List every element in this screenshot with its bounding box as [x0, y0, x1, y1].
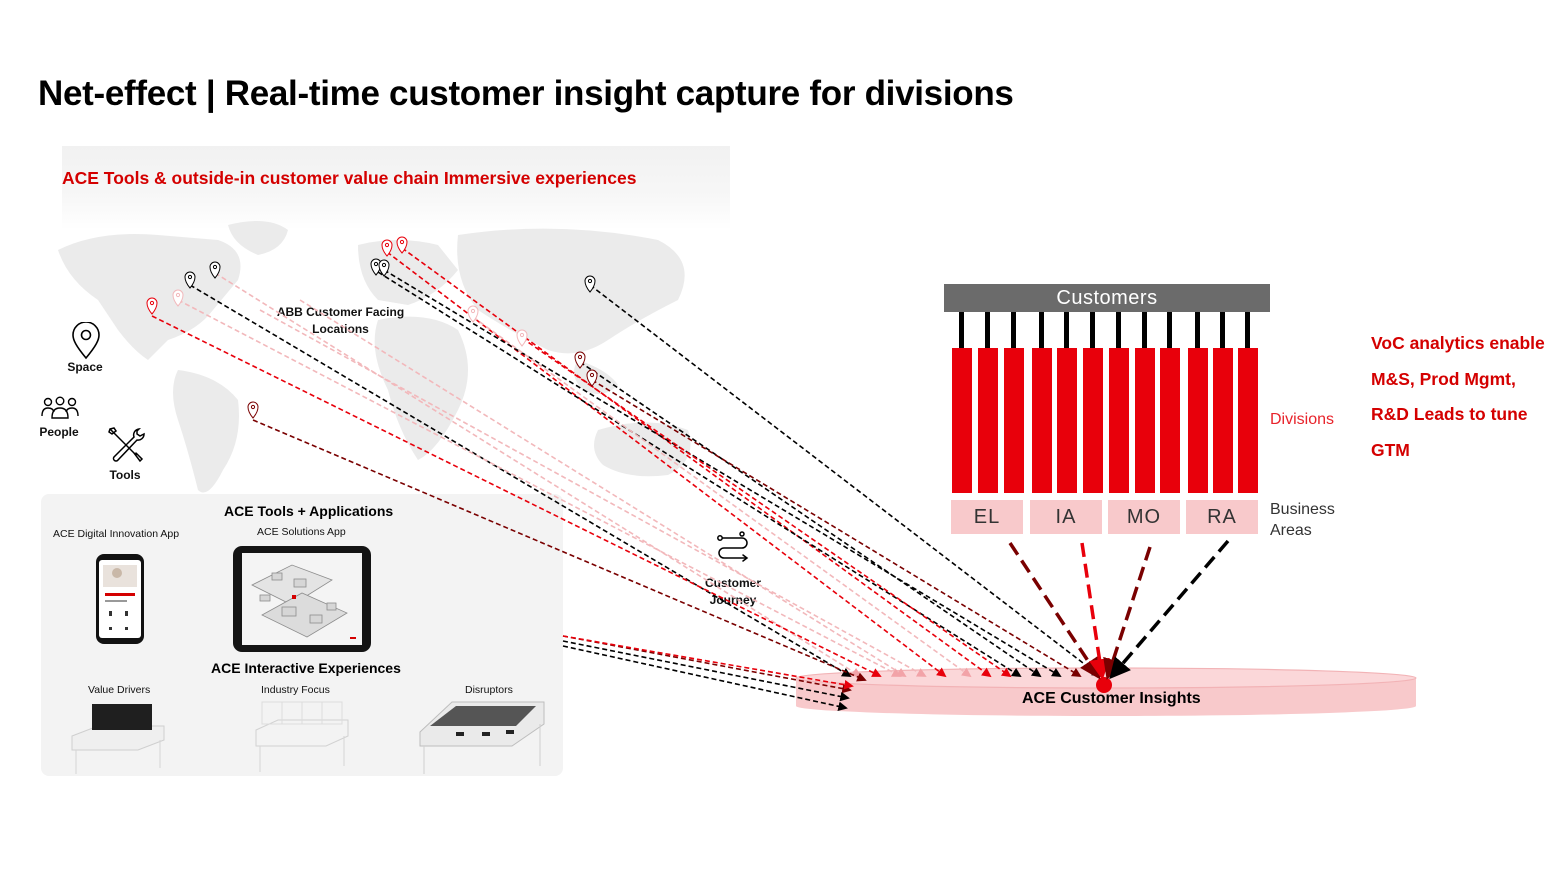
map-locations-label: ABB Customer Facing Locations: [268, 305, 413, 336]
division-bar[interactable]: [1057, 348, 1077, 493]
business-areas-label-line2: Areas: [1270, 522, 1312, 539]
people-group-icon: [41, 396, 79, 419]
division-bar[interactable]: [1004, 348, 1024, 493]
world-map: [58, 221, 691, 493]
insights-label: ACE Customer Insights: [1022, 690, 1201, 707]
division-bar[interactable]: [952, 348, 972, 493]
business-area-connector: [1008, 542, 1101, 680]
disruptors-table-image[interactable]: [416, 696, 548, 776]
division-connector: [1142, 312, 1147, 348]
division-bar[interactable]: [1109, 348, 1129, 493]
voc-line-3: R&D Leads to tune: [1371, 404, 1528, 424]
division-connector: [985, 312, 990, 348]
division-connector: [1039, 312, 1044, 348]
division-bar[interactable]: [1135, 348, 1155, 493]
experiences-heading: ACE Interactive Experiences: [211, 660, 401, 676]
business-area-connector: [1080, 542, 1110, 681]
page-title: Net-effect | Real-time customer insight …: [38, 74, 1014, 113]
business-areas-label-line1: Business: [1270, 501, 1335, 518]
map-europe: [358, 240, 458, 305]
division-bar[interactable]: [1238, 348, 1258, 493]
dimension-space-label: Space: [67, 360, 103, 374]
division-bar[interactable]: [1188, 348, 1208, 493]
voc-line-4: GTM: [1371, 439, 1410, 460]
division-connector: [1064, 312, 1069, 348]
business-area-connector: [1103, 546, 1152, 680]
phone-app-mockup[interactable]: [95, 553, 145, 645]
dimension-tools-label: Tools: [109, 468, 141, 482]
division-connector: [1195, 312, 1200, 348]
business-area-connector: [1109, 539, 1230, 680]
customer-journey-label-line1: Customer: [704, 576, 761, 590]
tools-icon: [108, 427, 145, 463]
business-area-el[interactable]: EL: [951, 500, 1023, 534]
dimension-people-label: People: [39, 425, 79, 439]
digital-app-label: ACE Digital Innovation App: [53, 528, 180, 540]
map-africa: [374, 316, 468, 460]
division-bar[interactable]: [1032, 348, 1052, 493]
banner-background: [62, 146, 730, 230]
banner-text: ACE Tools & outside-in customer value ch…: [62, 168, 637, 188]
value-drivers-table-image[interactable]: [68, 700, 168, 776]
map-pin-icon: [72, 322, 100, 360]
division-bar[interactable]: [978, 348, 998, 493]
voc-line-1: VoC analytics enable: [1371, 333, 1545, 353]
division-connector: [1167, 312, 1172, 348]
map-locations-label-line1: ABB Customer Facing: [276, 305, 405, 319]
map-locations-label-line2: Locations: [312, 322, 369, 336]
division-connector: [1245, 312, 1250, 348]
map-australia: [594, 422, 691, 477]
experience-disruptors-label: Disruptors: [465, 684, 513, 696]
map-southeast-asia: [574, 360, 618, 394]
customers-bar: Customers: [944, 284, 1270, 312]
division-connector: [1220, 312, 1225, 348]
division-connector: [1116, 312, 1121, 348]
map-south-america: [173, 370, 239, 493]
experience-value-drivers-label: Value Drivers: [88, 684, 151, 696]
division-connector: [1011, 312, 1016, 348]
business-area-ra[interactable]: RA: [1186, 500, 1258, 534]
division-connector: [959, 312, 964, 348]
map-greenland: [228, 221, 288, 255]
divisions-label: Divisions: [1270, 411, 1335, 428]
customer-journey-label-line2: Journey: [709, 593, 757, 607]
division-bar[interactable]: [1160, 348, 1180, 493]
division-bar[interactable]: [1083, 348, 1103, 493]
business-area-ia[interactable]: IA: [1030, 500, 1102, 534]
tools-panel-heading: ACE Tools + Applications: [224, 503, 394, 519]
voc-analytics-text: VoC analytics enable M&S, Prod Mgmt, R&D…: [1371, 326, 1545, 468]
business-areas-label: Business Areas: [1270, 499, 1335, 541]
customer-journey-icon: [717, 531, 749, 562]
division-connector: [1090, 312, 1095, 348]
experience-industry-focus-label: Industry Focus: [261, 684, 330, 696]
business-area-mo[interactable]: MO: [1108, 500, 1180, 534]
map-asia: [457, 228, 685, 354]
customer-journey-label: Customer Journey: [700, 576, 766, 607]
division-bar[interactable]: [1213, 348, 1233, 493]
tablet-app-mockup[interactable]: [232, 545, 372, 653]
map-north-america: [58, 234, 241, 360]
industry-focus-table-image[interactable]: [252, 700, 352, 776]
insights-hub-dot: [1096, 677, 1112, 693]
solutions-app-label: ACE Solutions App: [257, 526, 346, 538]
voc-line-2: M&S, Prod Mgmt,: [1371, 368, 1516, 389]
